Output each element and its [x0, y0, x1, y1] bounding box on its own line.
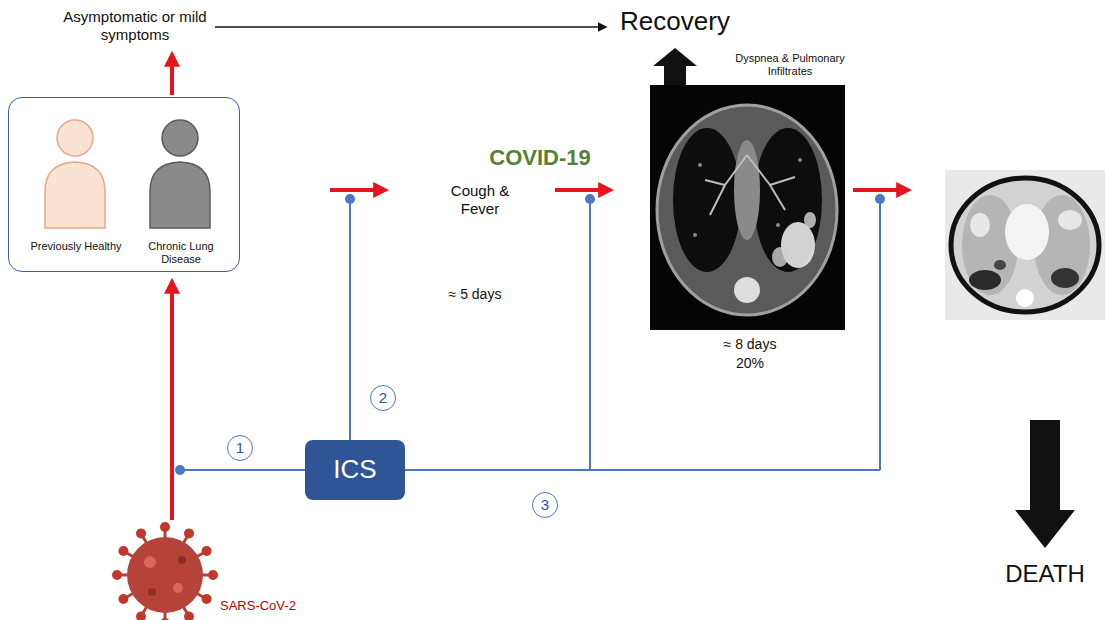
- recovery-arrow: [215, 26, 606, 28]
- drug-box: ICS: [305, 440, 405, 500]
- text-label: 20%: [700, 355, 800, 372]
- node-text: Previously Healthy: [26, 240, 126, 253]
- block-arrow-up: [653, 48, 697, 85]
- text-label: COVID-19: [460, 145, 620, 171]
- node-text: ICS: [333, 454, 376, 485]
- text-label: SARS-CoV-2: [220, 598, 340, 614]
- text-label: Dyspnea & Pulmonary Infiltrates: [730, 52, 850, 78]
- ct-scan-severe: [945, 170, 1105, 320]
- block-arrow-down: [1015, 420, 1075, 548]
- virus: [112, 522, 218, 620]
- text-label: ≈ 5 days: [430, 286, 520, 303]
- text-label: DEATH: [990, 560, 1100, 589]
- patient-group-box: Previously Healthy Chronic Lung Disease: [8, 97, 240, 272]
- person-healthy: [45, 120, 105, 228]
- node-text: Chronic Lung Disease: [131, 240, 231, 266]
- progression-arrows: [172, 58, 905, 520]
- person-lung-disease: [150, 120, 210, 228]
- callout-number: 3: [532, 492, 558, 518]
- text-label: Cough & Fever: [440, 182, 520, 218]
- ct-scan: [650, 85, 845, 330]
- callout-number: 2: [370, 385, 396, 411]
- text-label: Asymptomatic or mild symptoms: [60, 8, 210, 44]
- callout-number: 1: [227, 435, 253, 461]
- text-label: Recovery: [600, 6, 750, 37]
- text-label: ≈ 8 days: [700, 336, 800, 353]
